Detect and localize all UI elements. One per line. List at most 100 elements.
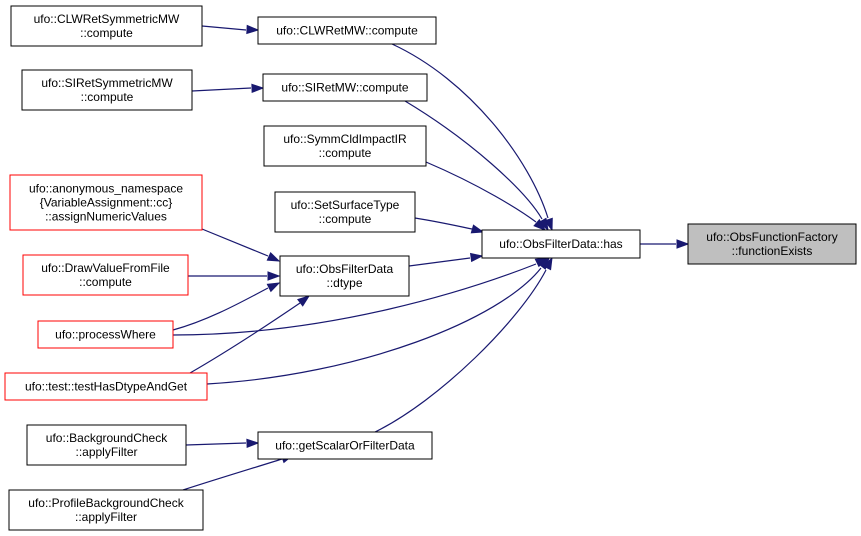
arrowhead: [266, 282, 281, 293]
node-setsurfacetype-compute[interactable]: ufo::SetSurfaceType::compute: [274, 191, 416, 233]
node-label-line: ufo::ObsFilterData: [296, 262, 394, 276]
edge-symmcld-to-has: [425, 161, 547, 231]
arrowhead: [538, 217, 549, 232]
edge-has-to-functionexists: [640, 239, 690, 249]
edge-line: [404, 100, 543, 220]
edge-line: [182, 458, 283, 491]
arrowhead: [676, 239, 690, 249]
node-box: [26, 424, 187, 466]
node-label-line: ufo::getScalarOrFilterData: [275, 439, 415, 453]
edge-dtype-to-has: [408, 252, 484, 267]
node-label-line: ::compute: [80, 26, 133, 40]
node-label-line: ::compute: [319, 146, 372, 160]
node-label-line: ufo::SIRetMW::compute: [281, 81, 408, 95]
arrowhead: [266, 251, 281, 262]
edge-line: [172, 263, 537, 336]
nodes-layer: ufo::ObsFunctionFactory::functionExistsu…: [4, 5, 857, 531]
node-label-line: ::compute: [81, 90, 134, 104]
node-label-line: ufo::DrawValueFromFile: [41, 261, 170, 275]
node-profilebackgroundcheck-applyfilter[interactable]: ufo::ProfileBackgroundCheck::applyFilter: [8, 489, 204, 531]
edge-line: [206, 267, 542, 385]
node-label-line: ::dtype: [326, 276, 362, 290]
arrowhead: [267, 271, 281, 281]
edge-anon-to-dtype: [201, 228, 281, 262]
node-label-line: ufo::SetSurfaceType: [291, 198, 400, 212]
node-testhasdtypeandget[interactable]: ufo::test::testHasDtypeAndGet: [4, 372, 208, 401]
edge-line: [189, 302, 301, 374]
node-box: [22, 254, 189, 296]
edge-line: [201, 25, 247, 31]
edge-clwretsym-to-clwretmw: [201, 24, 260, 35]
edge-line: [191, 87, 252, 92]
arrowhead: [542, 256, 553, 271]
edge-drawvalue-to-dtype: [188, 271, 281, 281]
node-box: [257, 16, 437, 45]
node-label-line: ::compute: [319, 212, 372, 226]
node-label-line: {VariableAssignment::cc}: [40, 196, 173, 210]
arrowhead: [469, 252, 484, 263]
node-box: [4, 372, 208, 401]
node-label-line: ufo::SymmCldImpactIR: [283, 132, 407, 146]
node-obsfilterdata-has[interactable]: ufo::ObsFilterData::has: [481, 229, 641, 259]
node-box: [37, 320, 174, 349]
edge-processwhere-to-dtype: [172, 282, 281, 331]
node-label-line: ufo::ObsFunctionFactory: [706, 230, 837, 244]
node-label-line: ufo::CLWRetSymmetricMW: [34, 12, 180, 26]
node-label-line: ufo::ProfileBackgroundCheck: [28, 496, 184, 510]
arrowhead: [297, 295, 311, 307]
node-label-line: ::applyFilter: [75, 510, 137, 524]
node-obsfilterdata-dtype[interactable]: ufo::ObsFilterData::dtype: [279, 255, 410, 297]
node-label-line: ufo::SIRetSymmetricMW: [41, 76, 173, 90]
edge-line: [185, 442, 247, 446]
arrowhead: [470, 224, 485, 234]
edge-line: [425, 161, 537, 223]
node-box: [262, 73, 428, 102]
node-siretmw-compute[interactable]: ufo::SIRetMW::compute: [262, 73, 428, 102]
edge-siretmw-to-has: [404, 100, 549, 232]
node-siretsymmetricmw-compute[interactable]: ufo::SIRetSymmetricMW::compute: [21, 69, 193, 111]
node-label-line: ::applyFilter: [75, 445, 137, 459]
node-drawvaluefromfile-compute[interactable]: ufo::DrawValueFromFile::compute: [22, 254, 189, 296]
node-box: [274, 191, 416, 233]
node-box: [9, 174, 203, 231]
edge-line: [374, 269, 547, 433]
node-label-line: ufo::CLWRetMW::compute: [276, 24, 418, 38]
node-label-line: ufo::test::testHasDtypeAndGet: [25, 380, 188, 394]
edge-getscalar-to-has: [374, 256, 553, 433]
node-box: [10, 5, 203, 47]
node-label-line: ufo::processWhere: [55, 328, 156, 342]
node-box: [257, 431, 433, 460]
node-backgroundcheck-applyfilter[interactable]: ufo::BackgroundCheck::applyFilter: [26, 424, 187, 466]
node-box: [279, 255, 410, 297]
node-label-line: ufo::anonymous_namespace: [29, 182, 183, 196]
arrowhead: [246, 438, 260, 449]
edge-line: [201, 228, 269, 257]
node-processwhere[interactable]: ufo::processWhere: [37, 320, 174, 349]
edge-setsurface-to-has: [414, 217, 485, 234]
arrowhead: [251, 83, 265, 94]
node-label-line: ::assignNumericValues: [45, 210, 167, 224]
edge-line: [414, 217, 473, 230]
edge-siretsym-to-siretmw: [191, 83, 265, 94]
arrowhead: [246, 24, 260, 35]
edge-line: [391, 43, 549, 219]
edge-profilebg-to-getscalar: [182, 454, 295, 491]
node-label-line: ufo::BackgroundCheck: [46, 431, 168, 445]
edges-layer: [172, 24, 690, 491]
node-clwretsymmetricmw-compute[interactable]: ufo::CLWRetSymmetricMW::compute: [10, 5, 203, 47]
node-box: [263, 125, 427, 167]
node-clwretmw-compute[interactable]: ufo::CLWRetMW::compute: [257, 16, 437, 45]
node-symmcldimpactir-compute[interactable]: ufo::SymmCldImpactIR::compute: [263, 125, 427, 167]
edge-line: [408, 257, 471, 267]
node-label-line: ::functionExists: [732, 244, 813, 258]
node-obsfunctionfactory-functionexists[interactable]: ufo::ObsFunctionFactory::functionExists: [687, 223, 857, 265]
edge-bgcheck-to-getscalar: [185, 438, 260, 449]
node-box: [21, 69, 193, 111]
node-box: [687, 223, 857, 265]
node-assignnumericvalues[interactable]: ufo::anonymous_namespace{VariableAssignm…: [9, 174, 203, 231]
node-box: [481, 229, 641, 259]
edge-line: [172, 287, 269, 331]
node-label-line: ::compute: [79, 275, 132, 289]
node-getscalarorfilterdata[interactable]: ufo::getScalarOrFilterData: [257, 431, 433, 460]
